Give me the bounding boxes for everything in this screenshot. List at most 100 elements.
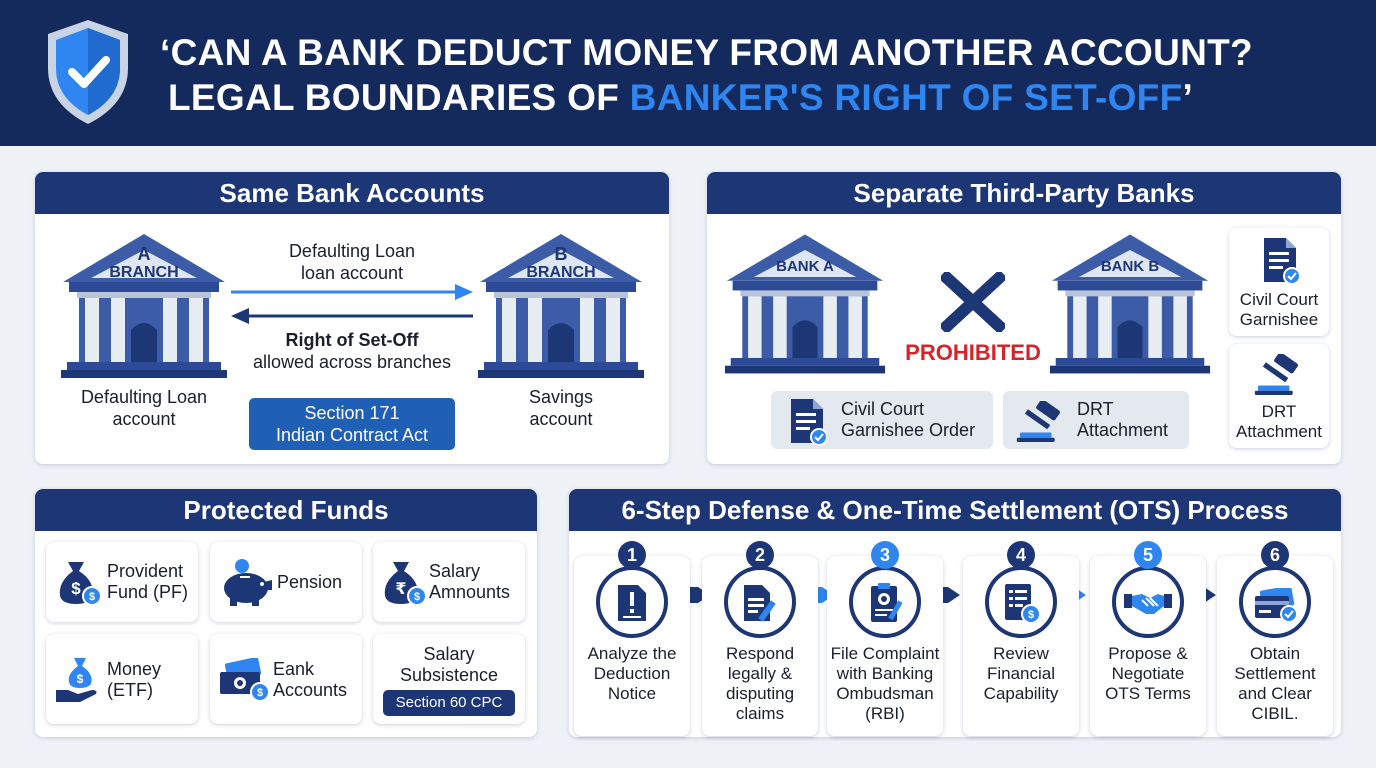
right-caption-2: account: [529, 409, 593, 429]
step-5-circle: [1112, 566, 1184, 638]
step-2-line-1: Respond: [725, 644, 795, 663]
step-4-label: Review Financial Capability: [963, 644, 1079, 704]
step-number-4: 4: [1007, 541, 1035, 569]
title-accent: BANKER'S RIGHT OF SET-OFF: [629, 77, 1183, 118]
bank-b-label: BRANCH: [526, 264, 596, 281]
step-1-line-2: Deduction: [593, 664, 671, 683]
pill-1-line-2: Garnishee Order: [841, 420, 976, 440]
step-2-line-3: disputing: [725, 684, 795, 703]
step-6-line-4: CIBIL.: [1251, 704, 1299, 723]
bank-b-letter: B: [554, 244, 568, 264]
financial-report-icon: $: [1005, 584, 1041, 624]
arrow-right-icon: [231, 284, 473, 300]
complaint-clipboard-icon: [871, 583, 903, 622]
svg-text:$: $: [71, 579, 81, 598]
fund-card-subsistence: Salary Subsistence Section 60 CPC: [373, 634, 525, 724]
third-party-panel: Separate Third-Party Banks BANK A BANK B…: [707, 172, 1341, 464]
steps-panel: 6-Step Defense & One-Time Settlement (OT…: [569, 489, 1341, 737]
step-4-line-2: Financial: [986, 664, 1056, 683]
pill-2-line-1: DRT: [1077, 399, 1114, 419]
step-3-line-2: with Banking: [836, 664, 934, 683]
step-card-2: Respond legally & disputing claims: [702, 556, 818, 736]
arrow-left-icon: [231, 308, 473, 324]
step-number-3: 3: [871, 541, 899, 569]
third-party-heading: Separate Third-Party Banks: [707, 172, 1341, 214]
title-line-2-prefix: LEGAL BOUNDARIES OF: [168, 77, 630, 118]
same-bank-heading: Same Bank Accounts: [35, 172, 669, 214]
pill-1-line-1: Civil Court: [841, 399, 925, 419]
fund-provident-line-2: Fund (PF): [107, 582, 189, 602]
step-number-1: 1: [618, 541, 646, 569]
bank-a-icon: [723, 228, 887, 378]
bank-a-label: BRANCH: [109, 264, 179, 281]
fund-money-line-1: Money: [107, 659, 162, 679]
fund-provident-line-1: Provident: [107, 561, 184, 581]
step-5-line-1: Propose &: [1108, 644, 1188, 663]
notice-document-icon: [618, 585, 646, 621]
fund-subsistence-line-2: Subsistence: [399, 665, 499, 685]
gavel-icon: [1253, 354, 1305, 396]
fund-subsistence-line-1: Salary: [423, 644, 475, 664]
step-4-line-1: Review: [993, 644, 1049, 663]
svg-text:$: $: [89, 591, 95, 603]
side-1-line-2: Garnishee: [1239, 310, 1319, 329]
side-2-line-1: DRT: [1261, 402, 1297, 421]
section-171-badge: Section 171 Indian Contract Act: [249, 398, 455, 450]
set-off-label: Right of Set-Off: [285, 330, 419, 350]
right-caption-1: Savings: [528, 387, 594, 407]
step-3-label: File Complaint with Banking Ombudsman (R…: [827, 644, 943, 724]
step-4-circle: $: [985, 566, 1057, 638]
step-5-label: Propose & Negotiate OTS Terms: [1090, 644, 1206, 704]
step-3-line-3: Ombudsman: [836, 684, 934, 703]
section-171-line-1: Section 171: [304, 403, 400, 423]
section-171-line-2: Indian Contract Act: [275, 425, 429, 445]
document-check-icon: [1260, 236, 1300, 284]
fund-bank-line-1: Eank: [273, 659, 315, 679]
side-2-line-2: Attachment: [1236, 422, 1322, 441]
step-6-label: Obtain Settlement and Clear CIBIL.: [1217, 644, 1333, 724]
civil-court-side-card: Civil Court Garnishee: [1229, 228, 1329, 336]
title-line-1: ‘CAN A BANK DEDUCT MONEY FROM ANOTHER AC…: [160, 32, 1253, 73]
cash-icon: $: [220, 658, 270, 702]
civil-court-order-pill: Civil Court Garnishee Order: [771, 391, 993, 449]
step-5-line-3: OTS Terms: [1105, 684, 1191, 703]
step-6-circle: [1239, 566, 1311, 638]
step-card-4: $ Review Financial Capability: [963, 556, 1079, 736]
prohibited-label: PROHIBITED: [905, 340, 1041, 365]
handshake-icon: [1124, 594, 1172, 614]
shield-check-icon: [48, 20, 128, 124]
edit-document-icon: [744, 585, 776, 622]
step-3-line-4: (RBI): [865, 704, 905, 723]
fund-card-pension: Pension: [210, 542, 362, 622]
step-5-line-2: Negotiate: [1111, 664, 1185, 683]
step-1-circle: [596, 566, 668, 638]
fund-card-salary: ₹ $ Salary Amnounts: [373, 542, 525, 622]
arrow-top-label-1: Defaulting Loan: [288, 241, 416, 261]
svg-text:$: $: [77, 672, 84, 686]
bank-a-letter: A: [137, 244, 151, 264]
arrow-top-label-2: loan account: [300, 263, 404, 283]
step-2-label: Respond legally & disputing claims: [702, 644, 818, 724]
step-number-5: 5: [1134, 541, 1162, 569]
step-2-circle: [724, 566, 796, 638]
document-check-icon: [787, 397, 827, 445]
section-60-cpc-badge: Section 60 CPC: [383, 690, 515, 716]
title-line-2-suffix: ’: [1182, 77, 1194, 118]
rupee-bag-icon: ₹ $: [384, 562, 427, 606]
title-line-2: LEGAL BOUNDARIES OF BANKER'S RIGHT OF SE…: [160, 75, 1360, 120]
svg-text:$: $: [414, 591, 420, 603]
step-1-line-1: Analyze the: [587, 644, 677, 663]
svg-text:$: $: [257, 687, 263, 699]
svg-text:₹: ₹: [395, 579, 406, 598]
hand-money-icon: $: [56, 658, 97, 702]
fund-pension-line-1: Pension: [277, 572, 343, 592]
step-card-1: Analyze the Deduction Notice: [574, 556, 690, 736]
side-1-line-1: Civil Court: [1239, 290, 1319, 309]
fund-card-money-etf: $ Money (ETF): [46, 634, 198, 724]
pill-2-line-2: Attachment: [1077, 420, 1169, 440]
step-3-line-1: File Complaint: [830, 644, 940, 663]
same-bank-panel: Same Bank Accounts A BRANCH B BRANCH Def…: [35, 172, 669, 464]
left-caption-1: Defaulting Loan: [80, 387, 208, 407]
step-3-circle: [849, 566, 921, 638]
fund-salary-line-1: Salary: [429, 561, 481, 581]
